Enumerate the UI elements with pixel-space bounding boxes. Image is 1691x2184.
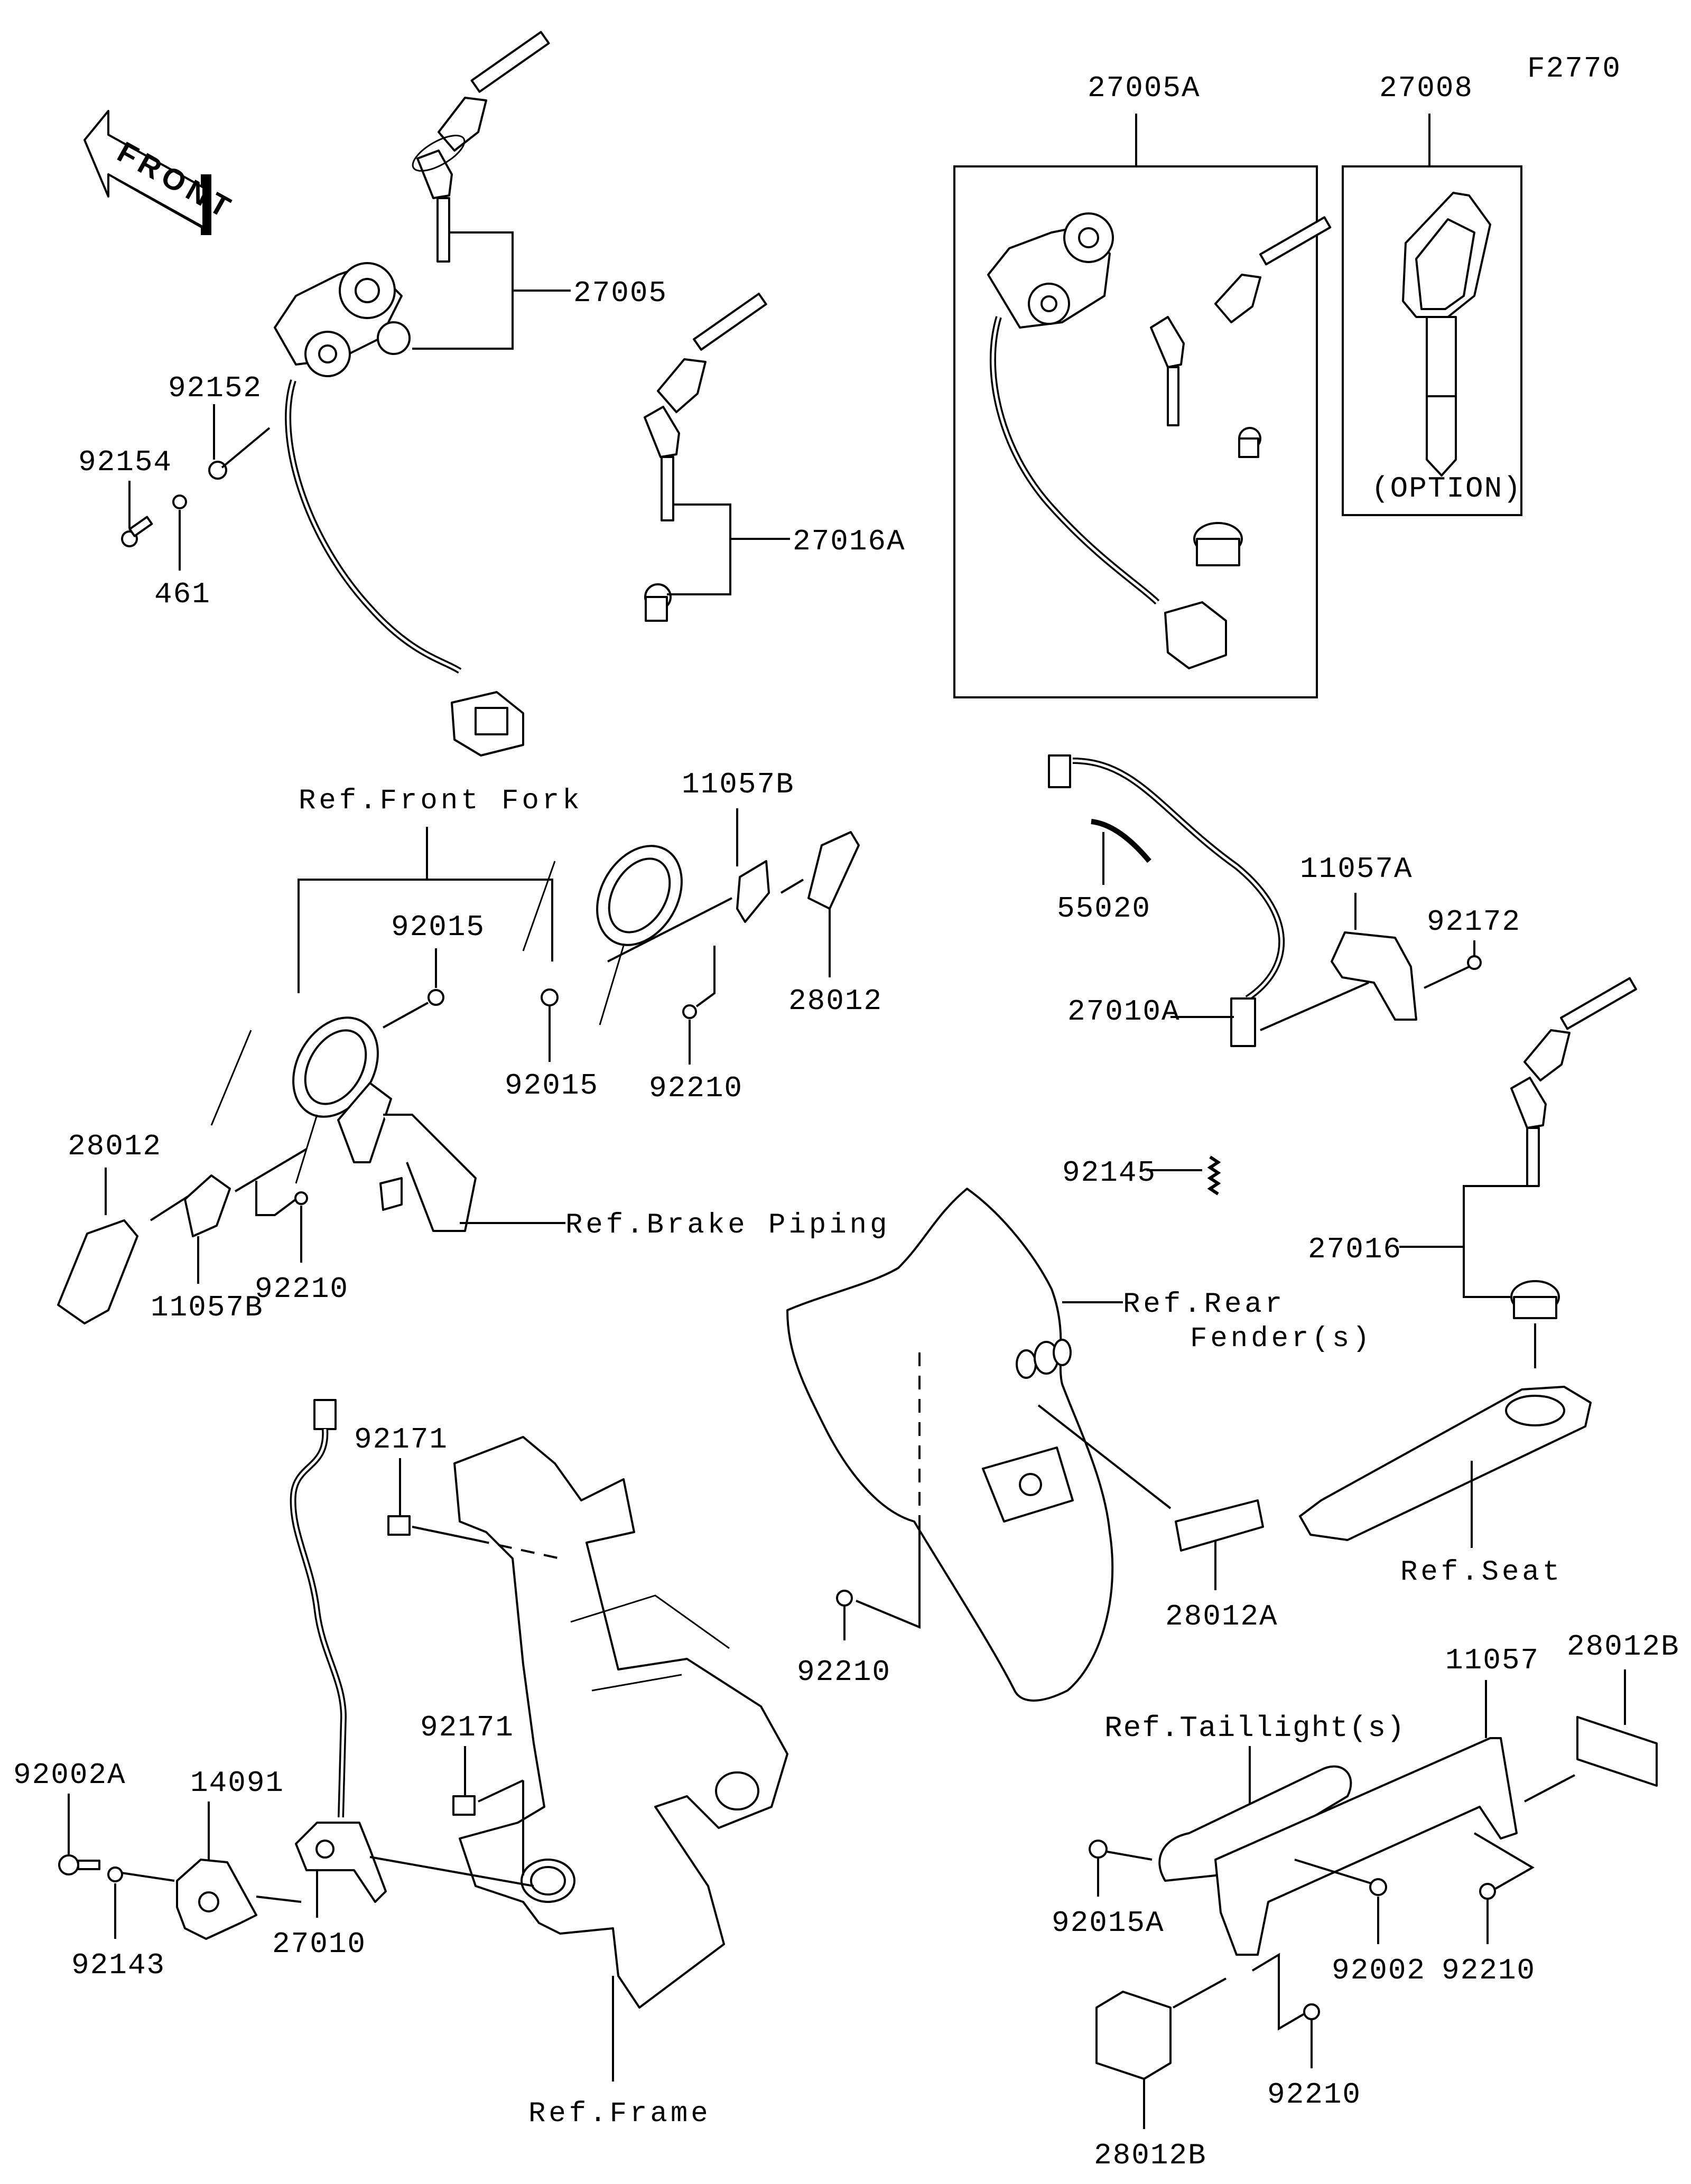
sensor-cable-27010A-icon	[1048, 754, 1285, 1047]
reflector-28012A-icon	[1175, 1499, 1264, 1552]
ref-label-rear-fender-1: Ref.Rear	[1123, 1289, 1285, 1321]
ref-label-brake-piping: Ref.Brake Piping	[565, 1209, 890, 1242]
part-label-11057B-top: 11057B	[682, 768, 795, 801]
part-label-11057: 11057	[1445, 1644, 1539, 1677]
nut-92015-lower-icon	[541, 988, 559, 1006]
part-label-92143: 92143	[71, 1948, 165, 1982]
ignition-kit-icon	[987, 212, 1332, 669]
washer-461-icon	[172, 494, 187, 509]
washer-92143-icon	[107, 1866, 123, 1882]
part-label-27005: 27005	[573, 276, 667, 310]
part-label-14091: 14091	[190, 1766, 284, 1800]
taillight-bracket-icon	[1158, 1765, 1352, 1882]
part-label-461: 461	[154, 577, 211, 611]
front-arrow-icon: FRONT	[83, 110, 240, 235]
fork-tube-left-icon	[210, 1016, 379, 1184]
part-label-28012-right: 28012	[788, 984, 882, 1018]
part-label-92210-fender: 92210	[797, 1655, 891, 1689]
bracket-11057B-icon	[736, 860, 770, 923]
clip-92171-mid-icon	[452, 1795, 476, 1816]
part-label-92002: 92002	[1332, 1954, 1426, 1987]
part-label-28012B-bottom: 28012B	[1094, 2139, 1207, 2172]
brake-pipe-bracket-icon	[337, 1082, 477, 1232]
ignition-switch-27005	[274, 31, 571, 757]
frame-icon	[453, 1436, 788, 2009]
rear-fender-icon	[786, 1188, 1114, 1702]
part-label-92015-upper: 92015	[391, 910, 485, 944]
bolt-92002A-icon	[58, 1854, 100, 1875]
ref-label-taillight: Ref.Taillight(s)	[1104, 1711, 1406, 1745]
part-label-92002A: 92002A	[13, 1758, 126, 1792]
fork-tube-right-icon	[522, 845, 683, 1025]
connector-icon	[451, 691, 524, 757]
nut-92210-right-icon	[1479, 1883, 1496, 1900]
lock-cylinder-icon	[1238, 427, 1261, 458]
part-label-27010A: 27010A	[1067, 995, 1181, 1029]
figure-code: F2770	[1527, 52, 1621, 86]
part-label-92145: 92145	[1062, 1156, 1156, 1190]
seat-lock-icon	[1510, 1280, 1560, 1319]
bracket-11057B-left-icon	[184, 1174, 231, 1237]
nut-92210-mid-icon	[682, 1004, 697, 1019]
lock-cylinder-icon	[644, 583, 672, 622]
part-label-92210-left: 92210	[255, 1272, 349, 1306]
part-label-27005A: 27005A	[1088, 71, 1201, 105]
part-label-28012B-top: 28012B	[1567, 1630, 1680, 1664]
seat-bottom-icon	[1299, 1386, 1592, 1541]
option-note: (OPTION)	[1371, 472, 1522, 506]
ref-label-rear-fender-2: Fender(s)	[1190, 1323, 1373, 1355]
part-label-92172: 92172	[1427, 905, 1521, 939]
part-label-92015-lower: 92015	[505, 1069, 599, 1103]
part-label-92210-bottom: 92210	[1267, 2078, 1361, 2112]
part-label-27016: 27016	[1308, 1233, 1402, 1266]
part-label-92171-top: 92171	[354, 1423, 448, 1457]
ref-label-seat: Ref.Seat	[1400, 1556, 1563, 1589]
part-label-27008: 27008	[1379, 71, 1473, 105]
bolt-92154-icon	[121, 516, 153, 547]
part-label-11057A: 11057A	[1300, 852, 1413, 886]
reflector-28012-right-icon	[807, 831, 860, 910]
reflector-28012B-bottom-icon	[1095, 1991, 1172, 2080]
ignition-lock-body-icon	[274, 262, 411, 377]
clip-92171-top-icon	[387, 1515, 411, 1536]
side-stand-switch-27010-icon	[290, 1399, 387, 1903]
part-label-28012A: 28012A	[1165, 1600, 1278, 1634]
kit-box-27005A	[953, 165, 1318, 698]
screw-92172-icon	[1467, 955, 1482, 970]
part-label-92154: 92154	[78, 445, 172, 479]
nut-92015-upper-icon	[428, 989, 444, 1006]
seat-lock-icon	[1193, 522, 1243, 566]
key-set-27016	[1510, 977, 1637, 1319]
part-label-92015A: 92015A	[1052, 1906, 1165, 1940]
ref-label-front-fork: Ref.Front Fork	[299, 785, 583, 817]
part-label-28012-left: 28012	[68, 1130, 162, 1163]
bracket-11057A-icon	[1331, 931, 1417, 1021]
part-label-92210-mid: 92210	[649, 1071, 743, 1105]
nut-92015A-icon	[1089, 1840, 1108, 1859]
part-label-27010: 27010	[272, 1927, 366, 1961]
nut-92210-fender-icon	[836, 1590, 853, 1607]
nut-92210-left-icon	[294, 1191, 308, 1205]
reflector-28012-left-icon	[57, 1219, 138, 1324]
key-set-27016A	[644, 293, 790, 622]
nut-92210-bottom-icon	[1303, 2003, 1320, 2020]
ref-label-frame: Ref.Frame	[528, 2098, 711, 2130]
spring-92145-icon	[1207, 1155, 1221, 1196]
part-label-92210-right: 92210	[1442, 1954, 1536, 1987]
nut-92152-icon	[208, 461, 227, 480]
option-key-icon	[1402, 192, 1491, 477]
part-label-92152: 92152	[168, 371, 262, 405]
part-label-11057B-left: 11057B	[151, 1291, 264, 1324]
part-label-27016A: 27016A	[793, 525, 906, 558]
bolt-92002-icon	[1369, 1878, 1387, 1896]
reflector-28012B-top-icon	[1576, 1716, 1658, 1787]
plate-bracket-11057-icon	[1214, 1737, 1518, 1956]
kit-box-27008	[1342, 165, 1522, 516]
part-label-92171-mid: 92171	[420, 1711, 514, 1744]
part-label-55020: 55020	[1057, 892, 1151, 926]
key-pair-icon	[412, 31, 550, 263]
